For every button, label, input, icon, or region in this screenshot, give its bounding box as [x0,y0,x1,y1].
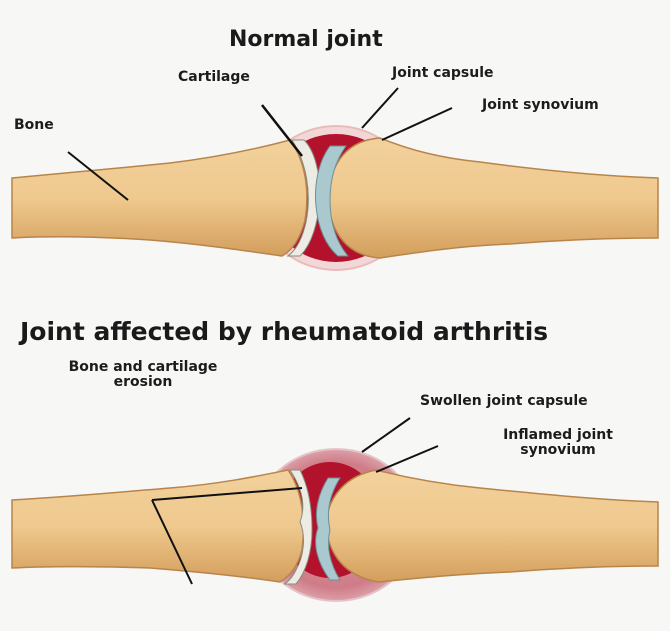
arthritis-title: Joint affected by rheumatoid arthritis [20,318,548,346]
arthritis-left-bone [12,470,303,582]
normal-right-bone [328,138,658,258]
normal-synovium-pointer [382,108,452,140]
inflamed-synovium-line1: Inflamed joint [448,428,668,443]
normal-joint [12,88,658,270]
inflamed-synovium-line2: synovium [448,443,668,458]
erosion-label-line2: erosion [18,375,268,390]
erosion-label: Bone and cartilage erosion [18,360,268,391]
normal-left-bone [12,140,307,256]
swollen-capsule-label: Swollen joint capsule [420,394,588,409]
normal-capsule-pointer [362,88,398,128]
bone-label: Bone [14,118,54,133]
joint-synovium-label: Joint synovium [482,98,599,113]
inflamed-synovium-pointer [376,446,438,472]
inflamed-synovium-label: Inflamed joint synovium [448,428,668,459]
swollen-capsule-pointer [362,418,410,452]
normal-joint-title: Normal joint [229,28,383,52]
arthritis-right-bone [326,470,658,582]
joint-capsule-label: Joint capsule [392,66,494,81]
erosion-label-line1: Bone and cartilage [18,360,268,375]
cartilage-label: Cartilage [178,70,250,85]
